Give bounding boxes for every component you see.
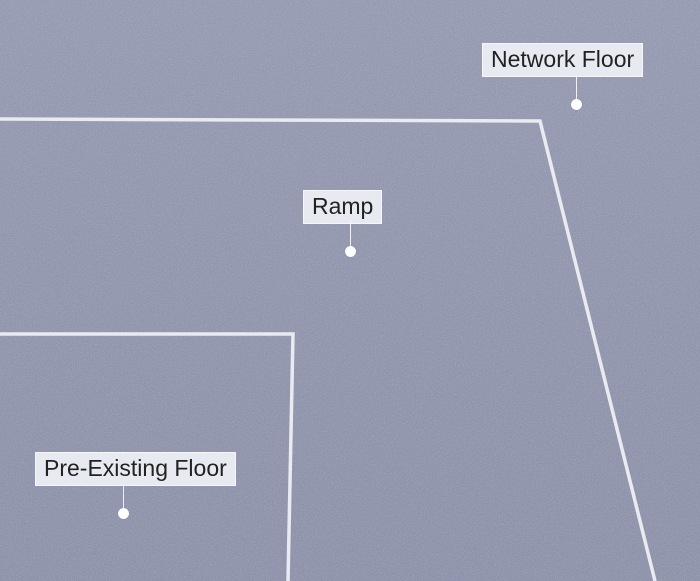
pre-existing-floor-marker: [118, 508, 129, 519]
network-floor-marker: [571, 99, 582, 110]
pre-existing-floor-boundary-seam: [0, 332, 295, 581]
network-floor-leader: [576, 75, 577, 102]
ramp-label: Ramp: [303, 190, 383, 224]
pre-existing-floor-leader: [123, 484, 124, 509]
ramp-marker: [345, 246, 356, 257]
pre-existing-floor-label: Pre-Existing Floor: [35, 452, 236, 486]
ramp-leader: [350, 221, 351, 246]
network-floor-label: Network Floor: [482, 43, 644, 77]
ramp-boundary-seam: [0, 117, 657, 581]
